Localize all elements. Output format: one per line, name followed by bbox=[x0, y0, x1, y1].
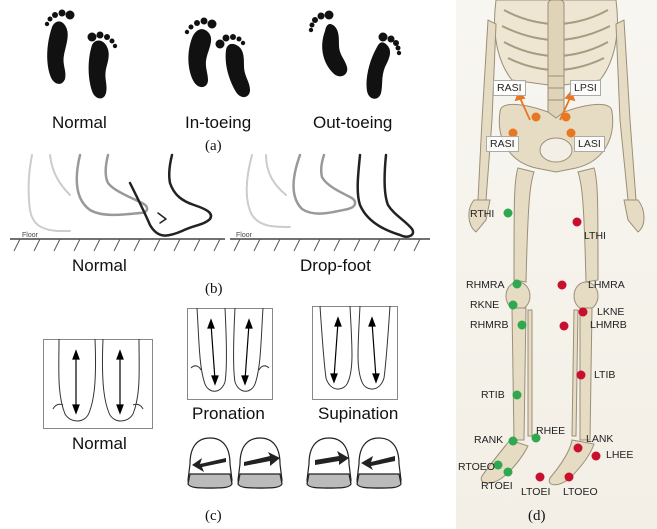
marker-label-rtib: RTIB bbox=[481, 389, 505, 401]
marker-label-rank: RANK bbox=[474, 434, 503, 446]
caption-normal-a: Normal bbox=[52, 113, 107, 133]
marker-rhmra-dot bbox=[513, 280, 522, 289]
marker-ltoeo-dot bbox=[565, 473, 574, 482]
marker-label-rtoei: RTOEI bbox=[481, 480, 513, 492]
marker-label-lank: LANK bbox=[586, 433, 613, 445]
marker-rtib-dot bbox=[513, 391, 522, 400]
marker-lkne-dot bbox=[579, 308, 588, 317]
caption-drop-foot: Drop-foot bbox=[300, 256, 371, 276]
footprints-normal-icon bbox=[40, 5, 130, 105]
marker-ltib-dot bbox=[577, 371, 586, 380]
marker-label-rhmra: RHMRA bbox=[466, 279, 505, 291]
drop-foot-gait-sketch bbox=[230, 155, 430, 255]
marker-ltoei-dot bbox=[536, 473, 545, 482]
caption-supination: Supination bbox=[318, 404, 398, 424]
floor-label-normal: Floor bbox=[22, 232, 38, 239]
marker-label-lhmrb: LHMRB bbox=[590, 319, 627, 331]
caption-pronation: Pronation bbox=[192, 404, 265, 424]
supination-shoes-icon bbox=[305, 434, 405, 490]
marker-rkne-dot bbox=[509, 301, 518, 310]
marker-label-rasi: RASI bbox=[486, 136, 519, 152]
footprints-out-toeing-icon bbox=[305, 5, 405, 105]
marker-label-lthi: LTHI bbox=[584, 230, 606, 242]
marker-rpsi-dot bbox=[532, 113, 541, 122]
marker-label-rhmrb: RHMRB bbox=[470, 319, 509, 331]
marker-rank-dot bbox=[509, 437, 518, 446]
marker-label-lhmra: LHMRA bbox=[588, 279, 625, 291]
marker-lhmrb-dot bbox=[560, 322, 569, 331]
normal-gait-sketch bbox=[10, 155, 225, 255]
marker-label-ltib: LTIB bbox=[594, 369, 615, 381]
marker-label-lasi: LASI bbox=[574, 136, 605, 152]
marker-rthi-dot bbox=[504, 209, 513, 218]
normal-heel-diagram bbox=[43, 339, 153, 429]
marker-label-lkne: LKNE bbox=[597, 306, 624, 318]
caption-in-toeing: In-toeing bbox=[185, 113, 251, 133]
marker-label-ltoei: LTOEI bbox=[521, 486, 550, 498]
pronation-heel-diagram bbox=[187, 308, 273, 400]
panel-letter-d: (d) bbox=[528, 508, 546, 525]
panel-letter-c: (c) bbox=[205, 508, 222, 525]
footprints-in-toeing-icon bbox=[178, 10, 268, 105]
marker-lpsi-dot bbox=[562, 113, 571, 122]
marker-lank-dot bbox=[574, 444, 583, 453]
marker-label-lpsi: LPSI bbox=[570, 80, 601, 96]
marker-rtoei-dot bbox=[504, 468, 513, 477]
marker-label-ltoeo: LTOEO bbox=[563, 486, 598, 498]
caption-out-toeing: Out-toeing bbox=[313, 113, 392, 133]
marker-label-rthi: RTHI bbox=[470, 208, 494, 220]
marker-label-rtoeo: RTOEO bbox=[458, 461, 495, 473]
marker-lhmra-dot bbox=[558, 281, 567, 290]
marker-lhee-dot bbox=[592, 452, 601, 461]
floor-label-drop-foot: Floor bbox=[236, 232, 252, 239]
pronation-shoes-icon bbox=[186, 434, 286, 490]
caption-normal-c: Normal bbox=[72, 434, 127, 454]
caption-normal-b: Normal bbox=[72, 256, 127, 276]
marker-label-lhee: LHEE bbox=[606, 449, 633, 461]
supination-heel-diagram bbox=[312, 306, 398, 400]
marker-lthi-dot bbox=[573, 218, 582, 227]
marker-label-rkne: RKNE bbox=[470, 299, 499, 311]
panel-letter-a: (a) bbox=[205, 138, 222, 155]
marker-label-rasi-top: RASI bbox=[493, 80, 526, 96]
marker-rhmrb-dot bbox=[518, 321, 527, 330]
panel-letter-b: (b) bbox=[205, 281, 223, 298]
marker-label-rhee: RHEE bbox=[536, 425, 565, 437]
